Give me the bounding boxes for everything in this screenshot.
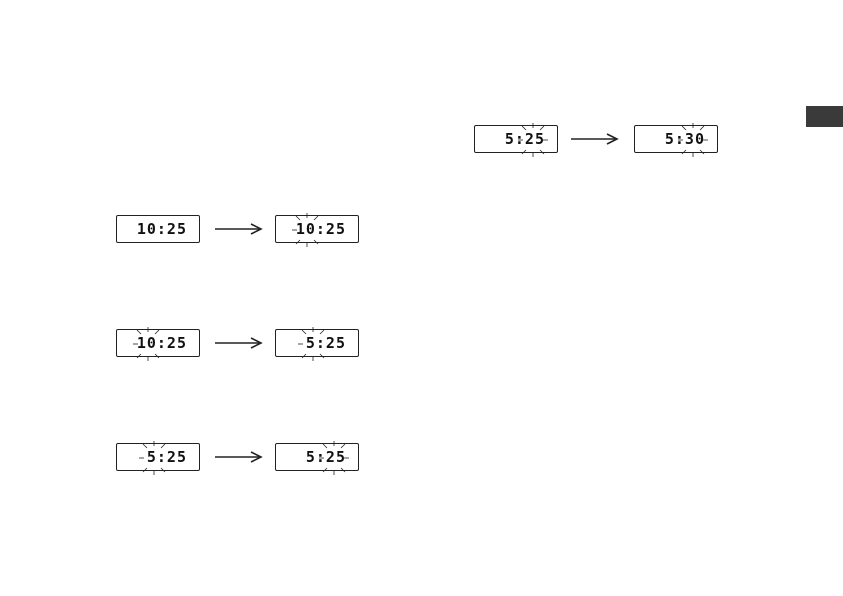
lcd-display: 10:25: [116, 329, 200, 357]
arrow-right-icon: [571, 132, 621, 146]
lcd-display: 5:25: [474, 125, 558, 153]
section-tab: [806, 106, 843, 127]
blink-rays-icon: [276, 330, 360, 358]
lcd-display: 5:25: [275, 329, 359, 357]
arrow-right-icon: [215, 336, 265, 350]
blink-rays-icon: [117, 330, 201, 358]
lcd-display: 10:25: [275, 215, 359, 243]
lcd-display: 10:25: [116, 215, 200, 243]
arrow-right-icon: [215, 222, 265, 236]
blink-rays-icon: [635, 126, 719, 154]
arrow-right-icon: [215, 450, 265, 464]
blink-rays-icon: [276, 444, 360, 472]
lcd-display: 5:30: [634, 125, 718, 153]
lcd-display: 5:25: [275, 443, 359, 471]
blink-rays-icon: [117, 444, 201, 472]
lcd-display: 5:25: [116, 443, 200, 471]
blink-rays-icon: [276, 216, 360, 244]
blink-rays-icon: [475, 126, 559, 154]
lcd-digits: 10:25: [137, 220, 187, 238]
